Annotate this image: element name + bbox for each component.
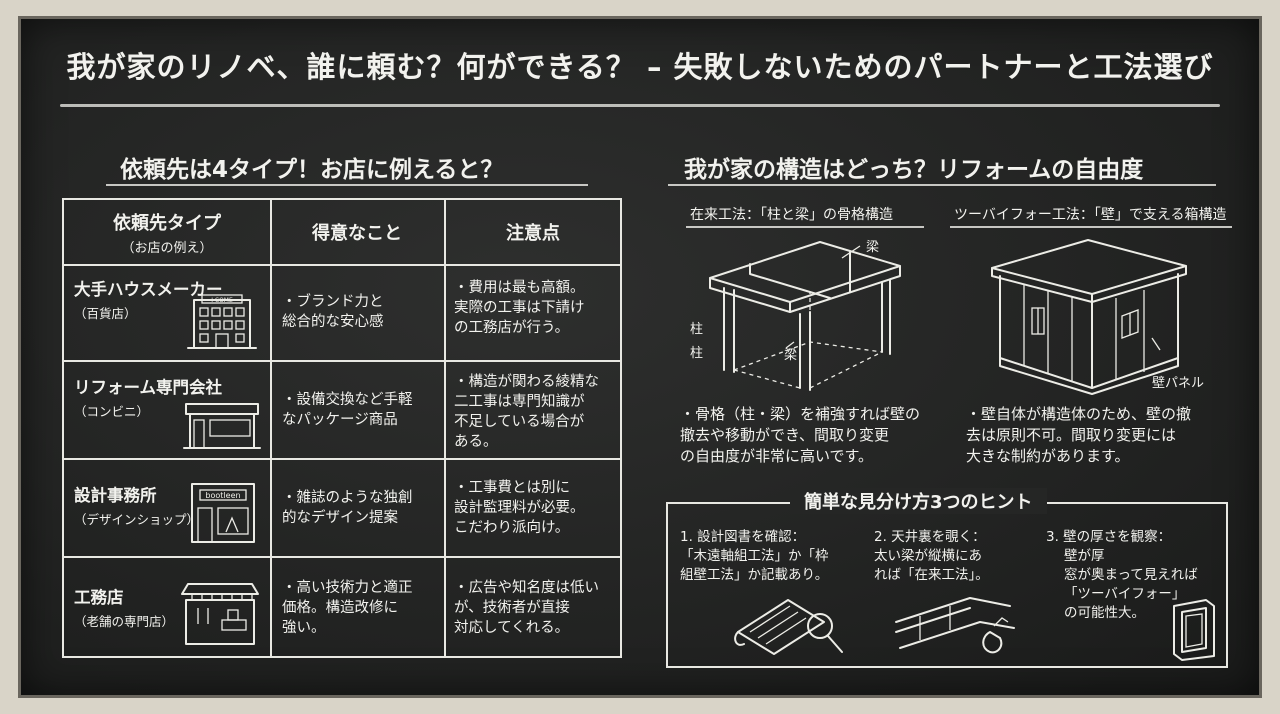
caution-line: ある。 bbox=[454, 434, 498, 450]
hint-line: 3. 壁の厚さを観察： bbox=[1046, 529, 1172, 545]
header-type: 依頼先タイプ （お店の例え） bbox=[64, 200, 270, 264]
row-analogy: （百貨店） bbox=[74, 306, 137, 321]
hint-line: 2. 天井裏を覗く： bbox=[874, 529, 986, 545]
store-sign-text: I COME bbox=[211, 297, 233, 304]
caution-line: 二工事は専門知識が bbox=[454, 394, 585, 410]
header-strength-label: 得意なこと bbox=[312, 223, 402, 244]
table-row-house-maker: 大手ハウスメーカー （百貨店） bbox=[74, 280, 223, 324]
strength-line: 強い。 bbox=[282, 620, 326, 636]
strength-line: ・雑誌のような独創 bbox=[282, 490, 413, 506]
table-row-design-office: 設計事務所 （デザインショップ） bbox=[74, 486, 199, 530]
ceiling-beam-peek-icon bbox=[895, 597, 1015, 654]
row-4-strength: ・高い技術力と適正 価格。構造改修に 強い。 bbox=[282, 578, 413, 638]
caution-line: ・工事費とは別に bbox=[454, 480, 570, 496]
desc-line: 撤去や移動ができ、間取り変更 bbox=[680, 426, 889, 444]
pillar-label-2: 柱 bbox=[690, 346, 704, 361]
desc-line: ・壁自体が構造体のため、壁の撤 bbox=[966, 405, 1192, 423]
row-3-strength: ・雑誌のような独創 的なデザイン提案 bbox=[282, 488, 413, 528]
hint-line: 「ツーバイフォー」 bbox=[1064, 586, 1186, 602]
hint-line: れば「在来工法」。 bbox=[874, 567, 989, 583]
strength-line: 的なデザイン提案 bbox=[282, 510, 398, 526]
header-type-label: 依頼先タイプ bbox=[113, 212, 221, 234]
blueprint-magnifier-icon bbox=[734, 599, 843, 655]
header-strength: 得意なこと bbox=[270, 200, 444, 264]
row-name: 大手ハウスメーカー bbox=[74, 280, 223, 299]
wall-panel-label: 壁パネル bbox=[1152, 376, 1205, 391]
row-name: 工務店 bbox=[74, 588, 124, 607]
caution-line: が、技術者が直接 bbox=[454, 600, 570, 616]
caution-line: の工務店が行う。 bbox=[454, 320, 570, 336]
caution-line: 不足している場合が bbox=[454, 414, 585, 430]
row-analogy: （老舗の専門店） bbox=[74, 614, 175, 629]
right-section-underline bbox=[668, 184, 1216, 186]
row-analogy: （デザインショップ） bbox=[74, 512, 200, 527]
strength-line: ・ブランド力と bbox=[282, 294, 384, 310]
beam-label-middle: 梁 bbox=[784, 348, 798, 363]
workshop-icon bbox=[181, 583, 259, 645]
hint-line: 窓が奥まって見えれば bbox=[1064, 567, 1198, 583]
right-section-title: 我が家の構造はどっち？リフォームの自由度 bbox=[684, 157, 1144, 183]
caution-line: こだわり派向け。 bbox=[454, 520, 570, 536]
caution-line: ・費用は最も高額。 bbox=[454, 280, 585, 296]
row-name: 設計事務所 bbox=[74, 486, 157, 505]
left-section-title: 依頼先は4タイプ！お店に例えると？ bbox=[120, 157, 504, 183]
hint-line: 「木遠軸組工法」か「枠 bbox=[680, 548, 829, 564]
caution-line: ・広告や知名度は低い bbox=[454, 580, 599, 596]
hint-line: の可能性大。 bbox=[1064, 605, 1145, 621]
page-title: 我が家のリノベ、誰に頼む？何ができる？ – 失敗しないためのパートナーと工法選び bbox=[66, 50, 1214, 84]
strength-line: 価格。構造改修に bbox=[282, 600, 398, 616]
desc-line: ・骨格（柱・梁）を補強すれば壁の bbox=[680, 405, 921, 423]
strength-line: ・高い技術力と適正 bbox=[282, 580, 413, 596]
hint-line: 組壁工法」か記載あり。 bbox=[680, 567, 829, 583]
caution-line: 対応してくれる。 bbox=[454, 620, 570, 636]
caution-line: ・構造が関わる綾精な bbox=[454, 374, 599, 390]
row-1-caution: ・費用は最も高額。 実際の工事は下請け の工務店が行う。 bbox=[454, 278, 585, 338]
row-2-strength: ・設備交換など手軽 なパッケージ商品 bbox=[282, 390, 413, 430]
convenience-store-icon bbox=[183, 403, 261, 449]
row-3-caution: ・工事費とは別に 設計監理料が必要。 こだわり派向け。 bbox=[454, 478, 585, 538]
design-shop-icon: bootleen bbox=[191, 483, 255, 543]
row-4-caution: ・広告や知名度は低い が、技術者が直接 対応してくれる。 bbox=[454, 578, 599, 638]
conventional-underline bbox=[686, 226, 924, 228]
row-name: リフォーム専門会社 bbox=[74, 378, 223, 397]
twobyfour-underline bbox=[950, 226, 1232, 228]
desc-line: の自由度が非常に高いです。 bbox=[680, 447, 874, 465]
twobyfour-description: ・壁自体が構造体のため、壁の撤 去は原則不可。間取り変更には 大きな制約がありま… bbox=[966, 404, 1191, 467]
hint-line: 壁が厚 bbox=[1064, 548, 1105, 564]
hint-line: 太い梁が縦横にあ bbox=[874, 548, 982, 564]
row-2-caution: ・構造が関わる綾精な 二工事は専門知識が 不足している場合が ある。 bbox=[454, 372, 599, 452]
shop-sign-text: bootleen bbox=[205, 491, 240, 500]
strength-line: 総合的な安心感 bbox=[282, 314, 384, 330]
strength-line: なパッケージ商品 bbox=[282, 412, 398, 428]
hint-wall-thickness: 3. 壁の厚さを観察： 壁が厚 窓が奥まって見えれば 「ツーバイフォー」 の可能… bbox=[1046, 528, 1198, 623]
conventional-description: ・骨格（柱・梁）を補強すれば壁の 撤去や移動ができ、間取り変更 の自由度が非常に… bbox=[680, 404, 920, 467]
strength-line: ・設備交換など手軽 bbox=[282, 392, 413, 408]
table-row-builder: 工務店 （老舗の専門店） bbox=[74, 588, 174, 632]
deep-window-icon bbox=[1173, 599, 1215, 661]
hint-blueprint: 1. 設計図書を確認： 「木遠軸組工法」か「枠 組壁工法」か記載あり。 bbox=[680, 528, 829, 585]
row-1-strength: ・ブランド力と 総合的な安心感 bbox=[282, 292, 384, 332]
desc-line: 大きな制約があります。 bbox=[966, 447, 1130, 465]
hint-ceiling: 2. 天井裏を覗く： 太い梁が縦横にあ れば「在来工法」。 bbox=[874, 528, 989, 585]
row-analogy: （コンビニ） bbox=[74, 404, 150, 419]
pillar-label-1: 柱 bbox=[690, 322, 704, 337]
table-row-reform-company: リフォーム専門会社 （コンビニ） bbox=[74, 378, 222, 422]
header-caution: 注意点 bbox=[444, 200, 622, 264]
post-and-beam-frame-illustration bbox=[709, 241, 901, 391]
department-store-icon: I COME bbox=[187, 294, 257, 349]
beam-label-top: 梁 bbox=[866, 240, 880, 255]
conventional-label: 在来工法：「柱と梁」の骨格構造 bbox=[690, 207, 893, 223]
twobyfour-label: ツーバイフォー工法：「壁」で支える箱構造 bbox=[954, 207, 1227, 223]
caution-line: 実際の工事は下請け bbox=[454, 300, 585, 316]
header-caution-label: 注意点 bbox=[506, 223, 560, 244]
header-type-sub: （お店の例え） bbox=[121, 240, 213, 256]
partner-table: 依頼先タイプ （お店の例え） 得意なこと 注意点 大手ハウスメーカー （百貨店）… bbox=[62, 198, 622, 658]
desc-line: 去は原則不可。間取り変更には bbox=[966, 426, 1177, 444]
title-underline bbox=[60, 104, 1220, 107]
left-section-underline bbox=[106, 184, 588, 186]
two-by-four-box-illustration bbox=[991, 239, 1187, 395]
hint-line: 1. 設計図書を確認： bbox=[680, 529, 806, 545]
hints-title: 簡単な見分け方3つのヒント bbox=[790, 488, 1047, 514]
caution-line: 設計監理料が必要。 bbox=[454, 500, 585, 516]
